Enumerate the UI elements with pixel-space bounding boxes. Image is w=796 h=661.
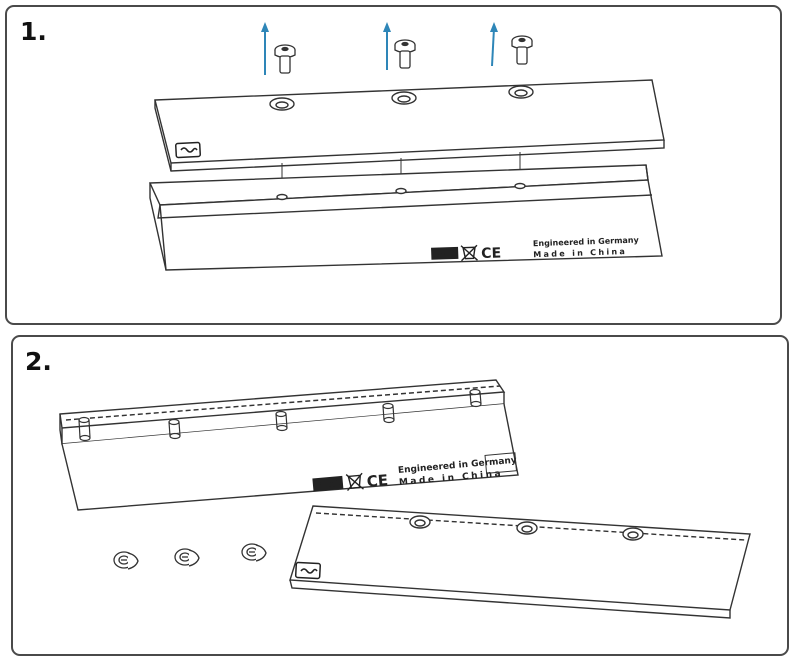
screw-icon bbox=[511, 35, 533, 65]
base-plate bbox=[59, 379, 519, 511]
top-plate bbox=[289, 505, 751, 619]
weee-bin-icon bbox=[460, 244, 478, 262]
engraving-line-2: Made in China bbox=[533, 247, 627, 259]
alphacool-logo-icon bbox=[175, 141, 201, 159]
engraving-line-1: Engineered in Germany bbox=[533, 236, 640, 249]
step-1-panel bbox=[5, 5, 782, 325]
step-2-number: 2. bbox=[25, 347, 52, 376]
ce-mark: CE bbox=[481, 245, 501, 262]
screw-icon bbox=[394, 39, 416, 69]
top-plate bbox=[154, 79, 665, 172]
screw-icon bbox=[241, 543, 267, 562]
screw-icon bbox=[113, 551, 139, 570]
screw-icon bbox=[274, 44, 296, 74]
arrow-up-icon bbox=[491, 27, 495, 67]
base-plate bbox=[148, 164, 663, 271]
alphacool-logo-icon bbox=[294, 561, 321, 580]
step-1-number: 1. bbox=[20, 17, 47, 46]
screw-icon bbox=[174, 548, 200, 567]
rohs-mark: RoHS bbox=[315, 479, 343, 491]
removal-arrows bbox=[261, 22, 498, 75]
weee-bin-icon bbox=[345, 472, 364, 491]
engraving-block: RoHS CE Engineered in Germany Made in Ch… bbox=[431, 236, 640, 262]
ce-mark: CE bbox=[366, 471, 389, 491]
rohs-mark: RoHS bbox=[433, 249, 458, 259]
